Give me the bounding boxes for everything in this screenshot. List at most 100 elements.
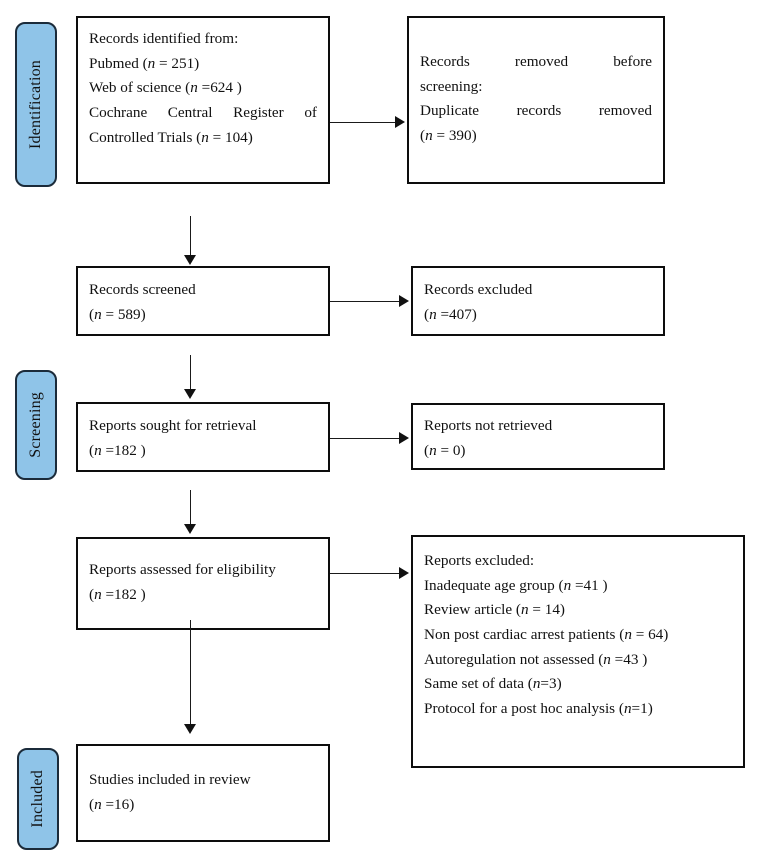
reports-sought-line-2: (n =182 ) xyxy=(89,439,317,464)
reports-not-retrieved-line-1: Reports not retrieved xyxy=(424,417,553,434)
connector-assessed-to-excluded xyxy=(330,573,399,574)
paren-open: ( xyxy=(424,305,430,323)
reports-not-retrieved-count: = 0) xyxy=(436,441,466,459)
records-identified-line-1: Records identified from: xyxy=(89,30,239,47)
box-reports-sought: Reports sought for retrieval (n =182 ) xyxy=(76,402,330,472)
n-italic: n xyxy=(201,128,209,146)
n-italic: n xyxy=(94,585,102,603)
studies-included-line-1: Studies included in review xyxy=(89,771,251,788)
reason-label: Non post cardiac arrest patients ( xyxy=(424,625,625,643)
box-records-excluded: Records excluded (n =407) xyxy=(411,266,665,336)
records-identified-line-4: Cochrane Central Register of xyxy=(89,103,317,121)
reports-excluded-heading: Reports excluded: xyxy=(424,552,535,569)
reason-count: =1) xyxy=(631,699,653,717)
n-italic: n xyxy=(623,699,632,717)
n-italic: n xyxy=(94,441,102,459)
reports-assessed-count: =182 ) xyxy=(101,585,146,603)
box-records-identified: Records identified from: Pubmed (n = 251… xyxy=(76,16,330,184)
box-studies-included: Studies included in review (n =16) xyxy=(76,744,330,842)
n-italic: n xyxy=(147,54,156,72)
n-italic: n xyxy=(429,441,437,459)
studies-included-line-2: (n =16) xyxy=(89,793,317,818)
reason-count: =43 ) xyxy=(610,650,648,668)
records-excluded-line-2: (n =407) xyxy=(424,303,652,328)
stage-label-identification-text: Identification xyxy=(27,60,44,149)
connector-screened-to-excluded xyxy=(330,301,399,302)
studies-included-count: =16) xyxy=(101,795,135,813)
arrow-assessed-to-included xyxy=(184,724,196,734)
reason-label: Same set of data ( xyxy=(424,675,533,693)
paren-open: ( xyxy=(89,585,95,603)
pubmed-count: = 251) xyxy=(155,54,200,72)
reports-excluded-reason-3: Non post cardiac arrest patients (n = 64… xyxy=(424,623,732,648)
connector-sought-to-assessed xyxy=(190,490,191,525)
paren-open: ( xyxy=(89,795,95,813)
web-of-science-count: =624 ) xyxy=(197,79,242,97)
n-italic: n xyxy=(520,601,529,619)
records-identified-line-5: Controlled Trials (n = 104) xyxy=(89,126,317,151)
arrow-sought-to-assessed xyxy=(184,524,196,534)
n-italic: n xyxy=(624,625,632,643)
box-reports-not-retrieved: Reports not retrieved (n = 0) xyxy=(411,403,665,470)
reason-label: Protocol for a post hoc analysis ( xyxy=(424,699,624,717)
box-records-removed: Records removed before screening: Duplic… xyxy=(407,16,665,184)
records-removed-line-4: (n = 390) xyxy=(420,124,652,149)
n-italic: n xyxy=(94,305,102,323)
reports-excluded-reason-2: Review article (n = 14) xyxy=(424,598,732,623)
reason-count: =3) xyxy=(540,675,562,693)
reports-excluded-reason-5: Same set of data (n=3) xyxy=(424,672,732,697)
arrow-screened-to-sought xyxy=(184,389,196,399)
reports-assessed-line-2: (n =182 ) xyxy=(89,583,317,608)
n-italic: n xyxy=(190,79,198,97)
connector-sought-to-not-retrieved xyxy=(330,438,399,439)
records-identified-line-3: Web of science (n =624 ) xyxy=(89,76,317,101)
records-excluded-count: =407) xyxy=(436,305,477,323)
n-italic: n xyxy=(425,126,433,144)
duplicates-removed-count: = 390) xyxy=(432,126,477,144)
cochrane-count: = 104) xyxy=(208,128,253,146)
records-identified-line-2: Pubmed (n = 251) xyxy=(89,52,317,77)
arrow-sought-to-not-retrieved xyxy=(399,432,409,444)
stage-label-screening: Screening xyxy=(15,370,57,480)
connector-identified-to-screened xyxy=(190,216,191,256)
n-italic: n xyxy=(532,675,541,693)
n-italic: n xyxy=(429,305,437,323)
reports-not-retrieved-line-2: (n = 0) xyxy=(424,439,652,464)
arrow-assessed-to-excluded xyxy=(399,567,409,579)
reports-sought-count: =182 ) xyxy=(101,441,146,459)
reports-excluded-reason-4: Autoregulation not assessed (n =43 ) xyxy=(424,648,732,673)
records-removed-line-1: Records removed before xyxy=(420,53,652,70)
connector-identified-to-removed xyxy=(330,122,395,123)
reports-assessed-line-1: Reports assessed for eligibility xyxy=(89,561,276,578)
paren-open: ( xyxy=(89,305,95,323)
box-records-screened: Records screened (n = 589) xyxy=(76,266,330,336)
records-removed-line-2: screening: xyxy=(420,77,483,95)
reason-label: Inadequate age group ( xyxy=(424,576,564,594)
pubmed-label: Pubmed ( xyxy=(89,54,148,72)
paren-open: ( xyxy=(420,126,426,144)
n-italic: n xyxy=(563,576,572,594)
reason-label: Autoregulation not assessed ( xyxy=(424,650,604,668)
arrow-screened-to-excluded xyxy=(399,295,409,307)
reason-count: =41 ) xyxy=(571,576,608,594)
paren-open: ( xyxy=(89,441,95,459)
records-removed-line-3: Duplicate records removed xyxy=(420,102,652,120)
records-excluded-line-1: Records excluded xyxy=(424,281,533,298)
reports-excluded-reason-1: Inadequate age group (n =41 ) xyxy=(424,574,732,599)
records-screened-line-2: (n = 589) xyxy=(89,303,317,328)
cochrane-label: Controlled Trials ( xyxy=(89,128,202,146)
stage-label-screening-text: Screening xyxy=(27,392,44,458)
reason-count: = 14) xyxy=(528,601,565,619)
n-italic: n xyxy=(94,795,102,813)
records-screened-count: = 589) xyxy=(101,305,146,323)
reports-excluded-reason-6: Protocol for a post hoc analysis (n=1) xyxy=(424,697,732,722)
stage-label-included: Included xyxy=(17,748,59,850)
arrow-identified-to-removed xyxy=(395,116,405,128)
reason-count: = 64) xyxy=(631,625,669,643)
stage-label-included-text: Included xyxy=(29,770,46,828)
records-screened-line-1: Records screened xyxy=(89,281,196,298)
reports-sought-line-1: Reports sought for retrieval xyxy=(89,417,257,434)
box-reports-excluded: Reports excluded: Inadequate age group (… xyxy=(411,535,745,768)
connector-screened-to-sought xyxy=(190,355,191,390)
